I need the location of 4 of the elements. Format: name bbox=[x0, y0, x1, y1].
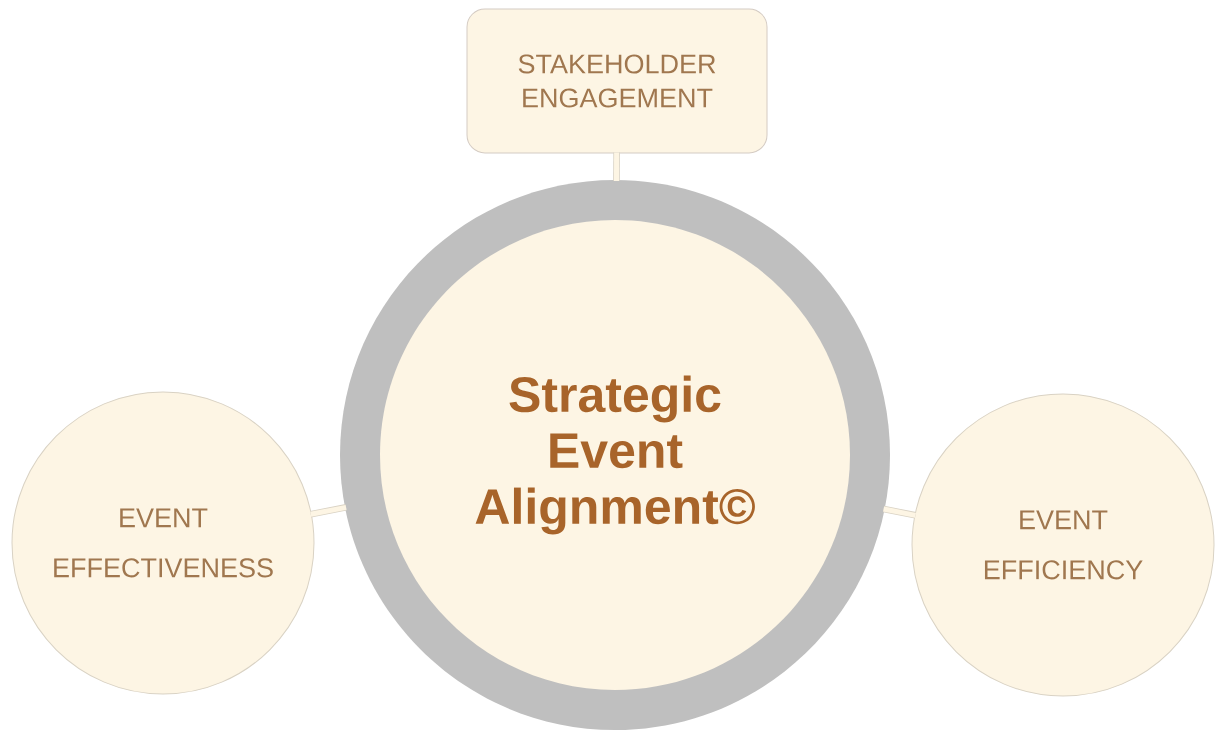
connector-line bbox=[613, 152, 620, 182]
topic-box: STAKEHOLDER ENGAGEMENT bbox=[466, 8, 768, 154]
connector-line bbox=[310, 504, 347, 518]
connector-line bbox=[883, 505, 917, 519]
